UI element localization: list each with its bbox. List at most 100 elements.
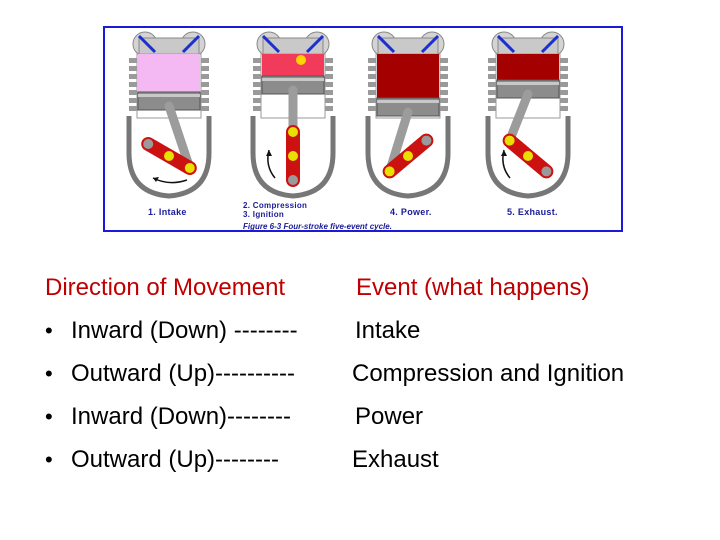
fin-left-intake [129, 58, 137, 63]
fin-right-compression [325, 58, 333, 63]
fin-right-power [440, 98, 448, 103]
crank-pin-exhaust [504, 135, 515, 146]
crank-pin-outer-compression [288, 175, 298, 185]
fin-right-power [440, 90, 448, 95]
fin-right-power [440, 66, 448, 71]
engine-cycle-diagram [126, 31, 571, 199]
fin-left-compression [253, 98, 261, 103]
fin-right-intake [201, 90, 209, 95]
fin-right-exhaust [560, 106, 568, 111]
connecting-rod-intake [164, 101, 195, 173]
fin-left-intake [129, 106, 137, 111]
fin-left-compression [253, 90, 261, 95]
fin-left-exhaust [488, 106, 496, 111]
charge-intake [138, 54, 200, 92]
crank-pin-intake [184, 163, 195, 173]
fin-right-compression [325, 90, 333, 95]
fin-right-compression [325, 106, 333, 111]
bullet-4: • [45, 447, 53, 472]
fin-right-power [440, 74, 448, 79]
engine-power [365, 31, 451, 199]
fin-right-intake [201, 66, 209, 71]
label-power: 4. Power. [390, 207, 432, 217]
fin-left-power [368, 98, 376, 103]
fin-left-exhaust [488, 74, 496, 79]
fin-right-intake [201, 82, 209, 87]
engine-exhaust [485, 31, 571, 199]
fin-left-intake [129, 66, 137, 71]
fin-left-power [368, 66, 376, 71]
bullet-3: • [45, 404, 53, 429]
intake-valve-compression [261, 34, 281, 54]
charge-exhaust [497, 54, 559, 80]
fin-right-intake [201, 74, 209, 79]
row-4-direction: Outward (Up)-------- [71, 446, 279, 473]
crank-center-power [403, 151, 413, 161]
crank-pin-outer-intake [143, 139, 154, 149]
fin-left-power [368, 106, 376, 111]
fin-right-exhaust [560, 66, 568, 71]
fin-left-exhaust [488, 98, 496, 103]
fin-left-compression [253, 106, 261, 111]
label-intake: 1. Intake [148, 207, 187, 217]
intake-valve-exhaust [496, 34, 516, 54]
label-compression: 2. Compression [243, 201, 308, 210]
exhaust-valve-power [420, 34, 440, 54]
fin-right-exhaust [560, 58, 568, 63]
charge-compression [262, 54, 324, 76]
piston-ring-exhaust [497, 82, 559, 85]
row-4-event: Exhaust [352, 446, 439, 473]
crank-center-compression [288, 151, 298, 161]
fin-left-intake [129, 90, 137, 95]
figure-caption: Figure 6-3 Four-stroke five-event cycle. [243, 222, 392, 231]
fin-left-intake [129, 82, 137, 87]
crank-center-exhaust [523, 151, 533, 161]
fin-left-exhaust [488, 90, 496, 95]
fin-left-intake [129, 98, 137, 103]
header-direction: Direction of Movement [45, 274, 286, 301]
fin-right-compression [325, 66, 333, 71]
intake-valve-intake [137, 34, 157, 54]
fin-right-power [440, 106, 448, 111]
piston-ring-power [377, 100, 439, 103]
exhaust-valve-intake [181, 34, 201, 54]
fin-right-exhaust [560, 82, 568, 87]
intake-valve-power [376, 34, 396, 54]
arrowhead-intake [153, 177, 159, 182]
fin-right-power [440, 82, 448, 87]
row-1-direction: Inward (Down) -------- [71, 317, 298, 344]
fin-left-exhaust [488, 82, 496, 87]
fin-left-power [368, 90, 376, 95]
charge-power [377, 54, 439, 98]
fin-left-compression [253, 66, 261, 71]
piston-ring-intake [138, 94, 200, 97]
four-stroke-figure: 1. Intake 2. Compression 3. Ignition 4. … [103, 26, 623, 232]
crank-pin-compression [288, 127, 298, 137]
fin-left-intake [129, 74, 137, 79]
fin-left-exhaust [488, 58, 496, 63]
crank-pin-outer-exhaust [541, 166, 552, 177]
header-event: Event (what happens) [356, 274, 590, 301]
fin-right-exhaust [560, 74, 568, 79]
crank-pin-power [384, 166, 395, 177]
fin-right-compression [325, 82, 333, 87]
fin-left-power [368, 82, 376, 87]
fin-left-compression [253, 82, 261, 87]
fin-left-compression [253, 58, 261, 63]
fin-right-intake [201, 58, 209, 63]
fin-right-exhaust [560, 90, 568, 95]
row-2-event: Compression and Ignition [352, 360, 625, 387]
crank-pin-outer-power [421, 135, 432, 146]
arrowhead-compression [266, 150, 272, 156]
fin-left-power [368, 74, 376, 79]
fin-left-compression [253, 74, 261, 79]
fin-left-power [368, 58, 376, 63]
spark-compression [296, 55, 306, 65]
exhaust-valve-compression [305, 34, 325, 54]
row-2-direction: Outward (Up)---------- [71, 360, 295, 387]
fin-left-exhaust [488, 66, 496, 71]
bullet-2: • [45, 361, 53, 386]
piston-ring-compression [262, 78, 324, 81]
arrowhead-exhaust [501, 150, 507, 156]
fin-right-exhaust [560, 98, 568, 103]
